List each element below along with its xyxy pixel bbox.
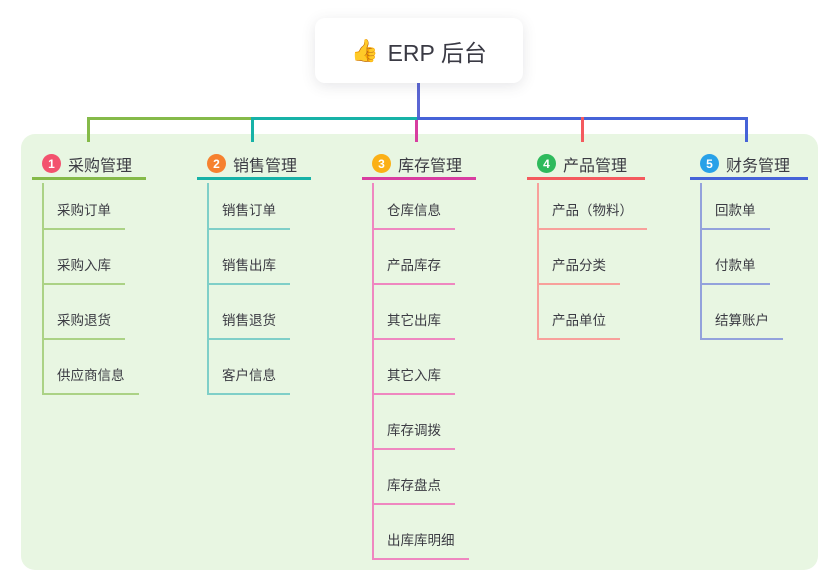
branch-5-child-node[interactable]: 回款单 <box>700 202 770 230</box>
branch-5-header[interactable]: 5 财务管理 <box>690 150 808 180</box>
branch-5-drop-line <box>745 117 748 142</box>
branch-1-child-node[interactable]: 采购订单 <box>42 202 125 230</box>
branch-3-child-node[interactable]: 产品库存 <box>372 257 455 285</box>
branch-4-children-connector <box>537 183 539 340</box>
branch-3-child-node[interactable]: 库存盘点 <box>372 477 455 505</box>
branch-1-header[interactable]: 1 采购管理 <box>32 150 146 180</box>
branch-3-child-node[interactable]: 出库库明细 <box>372 532 469 560</box>
branch-3-drop-line <box>415 120 418 142</box>
branch-2-number-badge-icon: 2 <box>207 154 226 173</box>
branch-2-drop-line <box>251 117 254 142</box>
branch-1-number-badge-icon: 1 <box>42 154 61 173</box>
root-node-label: ERP 后台 <box>387 39 487 66</box>
branch-2-child-node[interactable]: 销售退货 <box>207 312 290 340</box>
branch-5-child-node[interactable]: 结算账户 <box>700 312 783 340</box>
branch-2-header[interactable]: 2 销售管理 <box>197 150 311 180</box>
branch-1-child-node[interactable]: 供应商信息 <box>42 367 139 395</box>
branch-1-drop-line <box>87 117 90 142</box>
branch-4-child-node[interactable]: 产品分类 <box>537 257 620 285</box>
thumbs-up-icon: 👍 <box>351 37 379 63</box>
root-connector-line <box>417 83 420 117</box>
branch-2-children-connector <box>207 183 209 395</box>
branch-1-child-node[interactable]: 采购入库 <box>42 257 125 285</box>
branch-2-label: 销售管理 <box>233 157 298 175</box>
branch-2-child-node[interactable]: 客户信息 <box>207 367 290 395</box>
branch-5-number-badge-icon: 5 <box>700 154 719 173</box>
branch-3-number-badge-icon: 3 <box>372 154 391 173</box>
branch-4-label: 产品管理 <box>563 157 628 175</box>
branch-3-child-node[interactable]: 其它入库 <box>372 367 455 395</box>
root-node[interactable]: 👍 ERP 后台 <box>315 18 523 83</box>
branch-3-label: 库存管理 <box>398 157 463 175</box>
branch-1-label: 采购管理 <box>68 157 133 175</box>
branch-2-child-node[interactable]: 销售订单 <box>207 202 290 230</box>
branch-1-children-connector <box>42 183 44 395</box>
branch-5-children-connector <box>700 183 702 340</box>
branch-2-child-node[interactable]: 销售出库 <box>207 257 290 285</box>
branch-3-child-node[interactable]: 库存调拨 <box>372 422 455 450</box>
branch-3-child-node[interactable]: 仓库信息 <box>372 202 455 230</box>
branch-5-label: 财务管理 <box>726 157 791 175</box>
branch-3-children-connector <box>372 183 374 560</box>
branch-4-child-node[interactable]: 产品单位 <box>537 312 620 340</box>
branch-4-number-badge-icon: 4 <box>537 154 556 173</box>
branch-4-header[interactable]: 4 产品管理 <box>527 150 645 180</box>
branch-5-child-node[interactable]: 付款单 <box>700 257 770 285</box>
trunk-left-segment <box>87 117 253 120</box>
branch-3-header[interactable]: 3 库存管理 <box>362 150 476 180</box>
trunk-mid-segment <box>251 117 417 120</box>
branches-panel <box>21 134 818 570</box>
branch-4-drop-line <box>581 117 584 142</box>
branch-3-child-node[interactable]: 其它出库 <box>372 312 455 340</box>
branch-4-child-node[interactable]: 产品（物料） <box>537 202 647 230</box>
branch-1-child-node[interactable]: 采购退货 <box>42 312 125 340</box>
